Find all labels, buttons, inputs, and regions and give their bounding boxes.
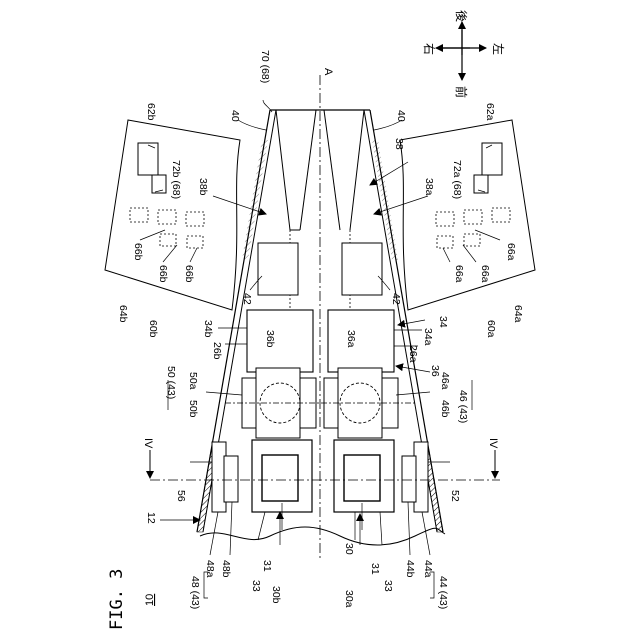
label-30a: 30a (343, 590, 355, 608)
battery-30b (252, 440, 312, 512)
label-50a: 50a (187, 372, 199, 390)
unit-36a (328, 310, 394, 372)
direction-compass: 後 前 右 左 (422, 10, 506, 98)
label-12: 12 (145, 512, 157, 524)
label-44: 44 (43) (437, 576, 449, 609)
label-52: 52 (449, 490, 461, 502)
label-26b: 26b (211, 342, 223, 360)
label-60a: 60a (485, 320, 497, 338)
label-40-left: 40 (229, 110, 241, 122)
figure-title: FIG. 3 (107, 569, 127, 630)
label-66a-3: 66a (453, 265, 465, 283)
label-48: 48 (43) (189, 576, 201, 609)
compass-front-label: 前 (454, 86, 469, 98)
label-44b: 44b (404, 560, 416, 578)
label-60b: 60b (147, 320, 159, 338)
label-31-left: 31 (261, 560, 273, 572)
label-33-right: 33 (382, 580, 394, 592)
label-31-right: 31 (369, 563, 381, 575)
label-38: 38 (393, 138, 405, 150)
label-50: 50 (43) (165, 366, 177, 399)
label-64b: 64b (117, 305, 129, 323)
label-66a-1: 66a (505, 243, 517, 261)
label-44a: 44a (422, 560, 434, 578)
section-label-left: IV (142, 438, 154, 449)
label-34: 34 (437, 316, 449, 328)
label-62b: 62b (145, 103, 157, 121)
label-26a: 26a (407, 345, 419, 363)
label-46a: 46a (439, 372, 451, 390)
label-56: 56 (175, 490, 187, 502)
compass-rear-label: 後 (454, 10, 468, 22)
label-46: 46 (43) (457, 390, 469, 423)
figure-title-group: FIG. 3 10 (107, 569, 156, 630)
label-38a: 38a (423, 178, 435, 196)
label-50b: 50b (187, 400, 199, 418)
label-72a: 72a (68) (451, 160, 463, 199)
section-label-right: IV (487, 438, 499, 449)
wing-right-60a (400, 120, 535, 310)
label-36a: 36a (345, 330, 357, 348)
label-70: 70 (68) (259, 50, 271, 83)
label-42-right: 42 (390, 293, 402, 305)
unit-36b (247, 310, 313, 372)
label-38b: 38b (197, 178, 209, 196)
label-34a: 34a (422, 328, 434, 346)
figure-ref-number: 10 (144, 594, 156, 606)
component-44 (402, 442, 428, 512)
label-46b: 46b (439, 400, 451, 418)
label-66a-2: 66a (479, 265, 491, 283)
label-72b: 72b (68) (170, 160, 182, 199)
label-66b-2: 66b (157, 265, 169, 283)
label-48b: 48b (220, 560, 232, 578)
unit-42-left (258, 243, 298, 295)
label-64a: 64a (512, 305, 524, 323)
label-40-right: 40 (395, 110, 407, 122)
reference-labels: 70 (68) 40 40 62b 62a 72b (68) 72a (68) … (117, 50, 524, 609)
label-48a: 48a (204, 560, 216, 578)
label-36b: 36b (264, 330, 276, 348)
bottom-break-line (200, 527, 445, 545)
label-30: 30 (343, 543, 355, 555)
compass-right-label: 右 (422, 43, 437, 55)
component-48 (212, 442, 238, 512)
label-30b: 30b (270, 586, 282, 604)
compass-left-label: 左 (491, 43, 506, 55)
label-42-left: 42 (241, 293, 253, 305)
label-62a: 62a (484, 103, 496, 121)
axis-label-a: A (322, 68, 334, 76)
wing-left-60b (105, 120, 240, 310)
label-34b: 34b (202, 320, 214, 338)
label-33-left: 33 (250, 580, 262, 592)
unit-42-right (342, 243, 382, 295)
label-66b-3: 66b (183, 265, 195, 283)
battery-30a (334, 440, 394, 512)
label-66b-1: 66b (132, 243, 144, 261)
